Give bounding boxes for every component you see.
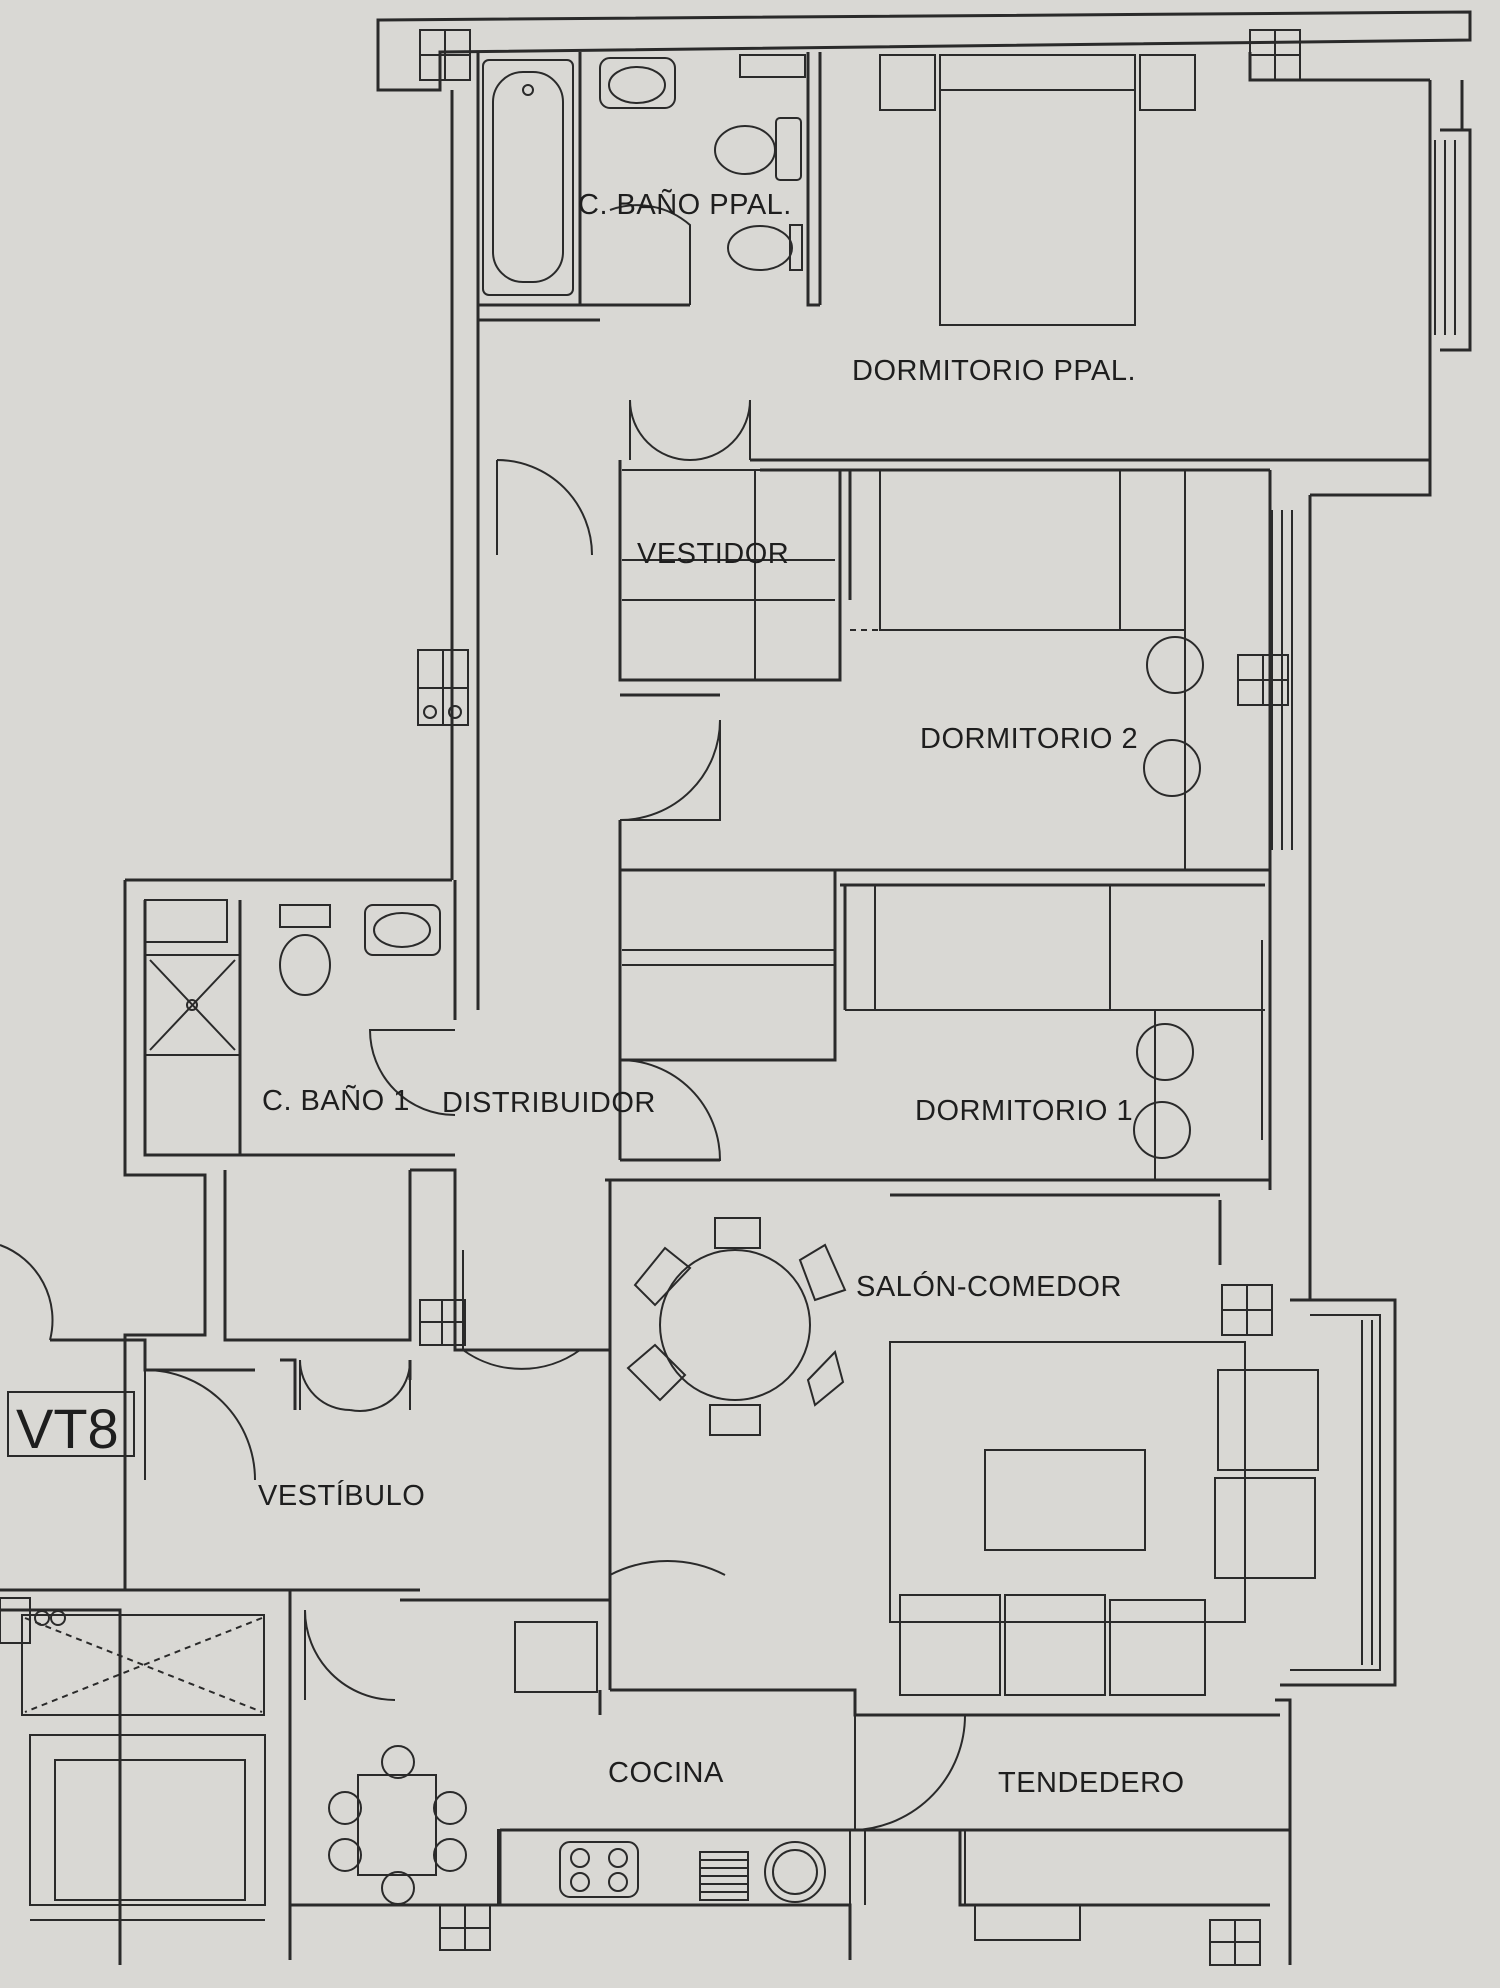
room-label-vestidor: VESTIDOR (637, 538, 789, 570)
sink (599, 54, 806, 109)
room-label-bano-ppal: C. BAÑO PPAL. (578, 187, 792, 221)
door-swings (0, 204, 967, 1832)
bed-1 (845, 884, 1265, 1180)
unit-tag-label: VT8 (16, 1397, 119, 1460)
room-label-cocina: COCINA (608, 1757, 724, 1789)
room-label-distribuidor: DISTRIBUIDOR (442, 1087, 656, 1119)
room-label-dormitorio-ppal: DORMITORIO PPAL. (852, 355, 1136, 387)
master-bed (879, 54, 1196, 326)
kitchen-counter (497, 1829, 966, 1906)
room-label-dormitorio-1: DORMITORIO 1 (915, 1095, 1133, 1127)
room-label-salon-comedor: SALÓN-COMEDOR (856, 1270, 1122, 1303)
columns (0, 29, 1301, 1966)
bano-1-fixtures (144, 899, 441, 1156)
outer-walls (0, 10, 1472, 1965)
windows (1261, 140, 1456, 1665)
room-label-bano-1: C. BAÑO 1 (262, 1083, 410, 1117)
dining-table (626, 1217, 847, 1436)
interior-walls (223, 52, 1290, 1907)
sofa-set (889, 1341, 1319, 1696)
toilet (714, 117, 802, 181)
bathtub (482, 59, 574, 296)
room-label-tendedero: TENDEDERO (998, 1767, 1185, 1799)
kitchen-fixtures (21, 1610, 598, 1921)
unit-tag: VT8 (7, 1391, 135, 1460)
bidet (727, 224, 803, 271)
tendedero-ledge (974, 1905, 1081, 1941)
bed-2 (850, 469, 1204, 870)
room-label-dormitorio-2: DORMITORIO 2 (920, 723, 1138, 755)
room-label-vestibulo: VESTÍBULO (258, 1479, 425, 1512)
